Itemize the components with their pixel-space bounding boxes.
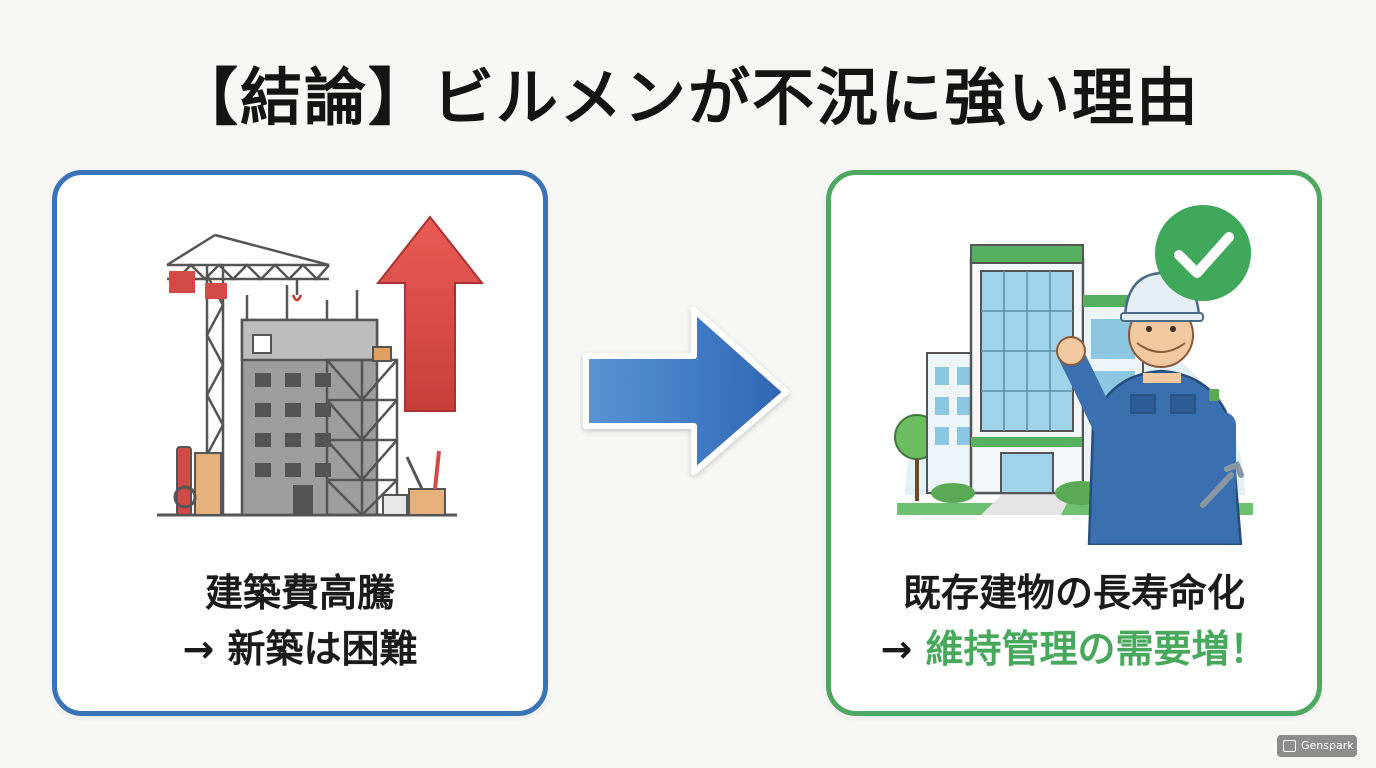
slide-title: 【結論】ビルメンが不況に強い理由 (175, 61, 1200, 134)
genspark-logo-icon (1283, 740, 1296, 752)
right-caption-emphasis: 維持管理の需要増！ (925, 627, 1268, 671)
left-caption-line1: 建築費高騰 (204, 571, 395, 615)
construction-site-with-crane-icon (157, 233, 457, 517)
watermark-label: Genspark (1301, 739, 1354, 752)
right-caption-line1: 既存建物の長寿命化 (902, 571, 1245, 615)
arrow-prefix: → (182, 627, 228, 671)
left-caption-line2: → 新築は困難 (57, 623, 543, 675)
genspark-watermark: Genspark (1277, 735, 1357, 757)
right-arrow-icon (583, 307, 789, 475)
right-caption-line2: → 維持管理の需要増！ (831, 623, 1317, 675)
checkmark-icon (1155, 205, 1251, 301)
card-construction-cost: 建築費高騰 → 新築は困難 (52, 170, 548, 716)
arrow-prefix: → (880, 627, 926, 671)
card-building-longevity: 既存建物の長寿命化 → 維持管理の需要増！ (826, 170, 1322, 716)
left-caption-emphasis: 新築は困難 (227, 627, 418, 671)
building-maintenance-worker-icon (894, 244, 1253, 545)
up-arrow-icon (375, 215, 485, 412)
